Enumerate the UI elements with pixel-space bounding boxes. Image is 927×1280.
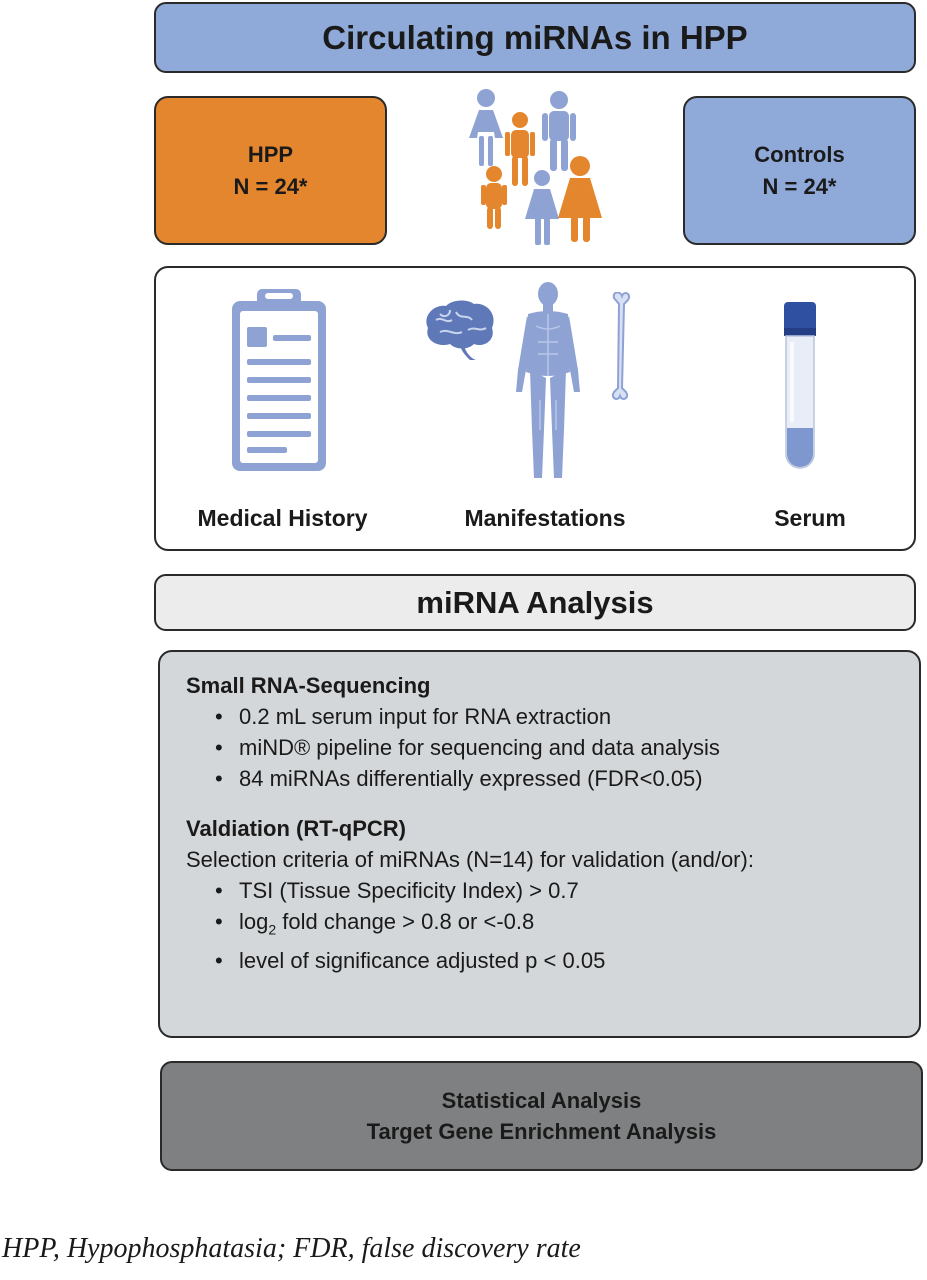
validation-list: TSI (Tissue Specificity Index) > 0.7 log… xyxy=(186,875,893,976)
validation-bullet-log: log2 fold change > 0.8 or <-0.8 xyxy=(215,906,893,945)
validation-bullet: level of significance adjusted p < 0.05 xyxy=(215,945,893,976)
sequencing-bullet: miND® pipeline for sequencing and data a… xyxy=(215,732,893,763)
sequencing-bullet: 0.2 mL serum input for RNA extraction xyxy=(215,701,893,732)
sequencing-heading: Small RNA-Sequencing xyxy=(186,673,431,698)
controls-label: Controls xyxy=(754,141,845,167)
validation-bullet: TSI (Tissue Specificity Index) > 0.7 xyxy=(215,875,893,906)
hpp-count: N = 24* xyxy=(233,173,308,199)
sequencing-bullet: 84 miRNAs differentially expressed (FDR<… xyxy=(215,763,893,794)
log-base: 2 xyxy=(268,921,277,938)
figure-caption: HPP, Hypophosphatasia; FDR, false discov… xyxy=(2,1233,581,1264)
bone-icon xyxy=(611,292,631,400)
methods-box: Small RNA-Sequencing 0.2 mL serum input … xyxy=(158,650,921,1038)
mirna-analysis-title: miRNA Analysis xyxy=(416,584,654,620)
validation-intro: Selection criteria of miRNAs (N=14) for … xyxy=(186,847,754,872)
people-group-icon xyxy=(469,89,602,245)
manifestations-label: Manifestations xyxy=(464,505,626,531)
log-prefix: log xyxy=(239,909,269,934)
medical-history-label: Medical History xyxy=(197,505,368,531)
validation-heading: Valdiation (RT-qPCR) xyxy=(186,816,406,841)
human-body-icon xyxy=(516,282,580,478)
controls-count: N = 24* xyxy=(762,173,837,199)
hpp-group-box: HPP N = 24* xyxy=(154,96,387,245)
log-fold-text: fold change > 0.8 or <-0.8 xyxy=(282,909,535,934)
serum-label: Serum xyxy=(774,505,846,531)
hpp-label: HPP xyxy=(247,141,294,167)
controls-group-box: Controls N = 24* xyxy=(683,96,916,245)
brain-icon xyxy=(426,300,494,360)
mirna-analysis-banner: miRNA Analysis xyxy=(154,574,916,631)
title-banner: Circulating miRNAs in HPP xyxy=(154,2,916,73)
statistical-analysis-label: Statistical Analysis xyxy=(441,1088,642,1113)
clipboard-icon xyxy=(232,289,326,471)
diagram-title: Circulating miRNAs in HPP xyxy=(322,18,748,56)
sequencing-list: 0.2 mL serum input for RNA extraction mi… xyxy=(186,701,893,794)
statistics-box: Statistical Analysis Target Gene Enrichm… xyxy=(160,1061,923,1171)
blood-tube-icon xyxy=(784,302,816,469)
enrichment-analysis-label: Target Gene Enrichment Analysis xyxy=(366,1119,717,1144)
